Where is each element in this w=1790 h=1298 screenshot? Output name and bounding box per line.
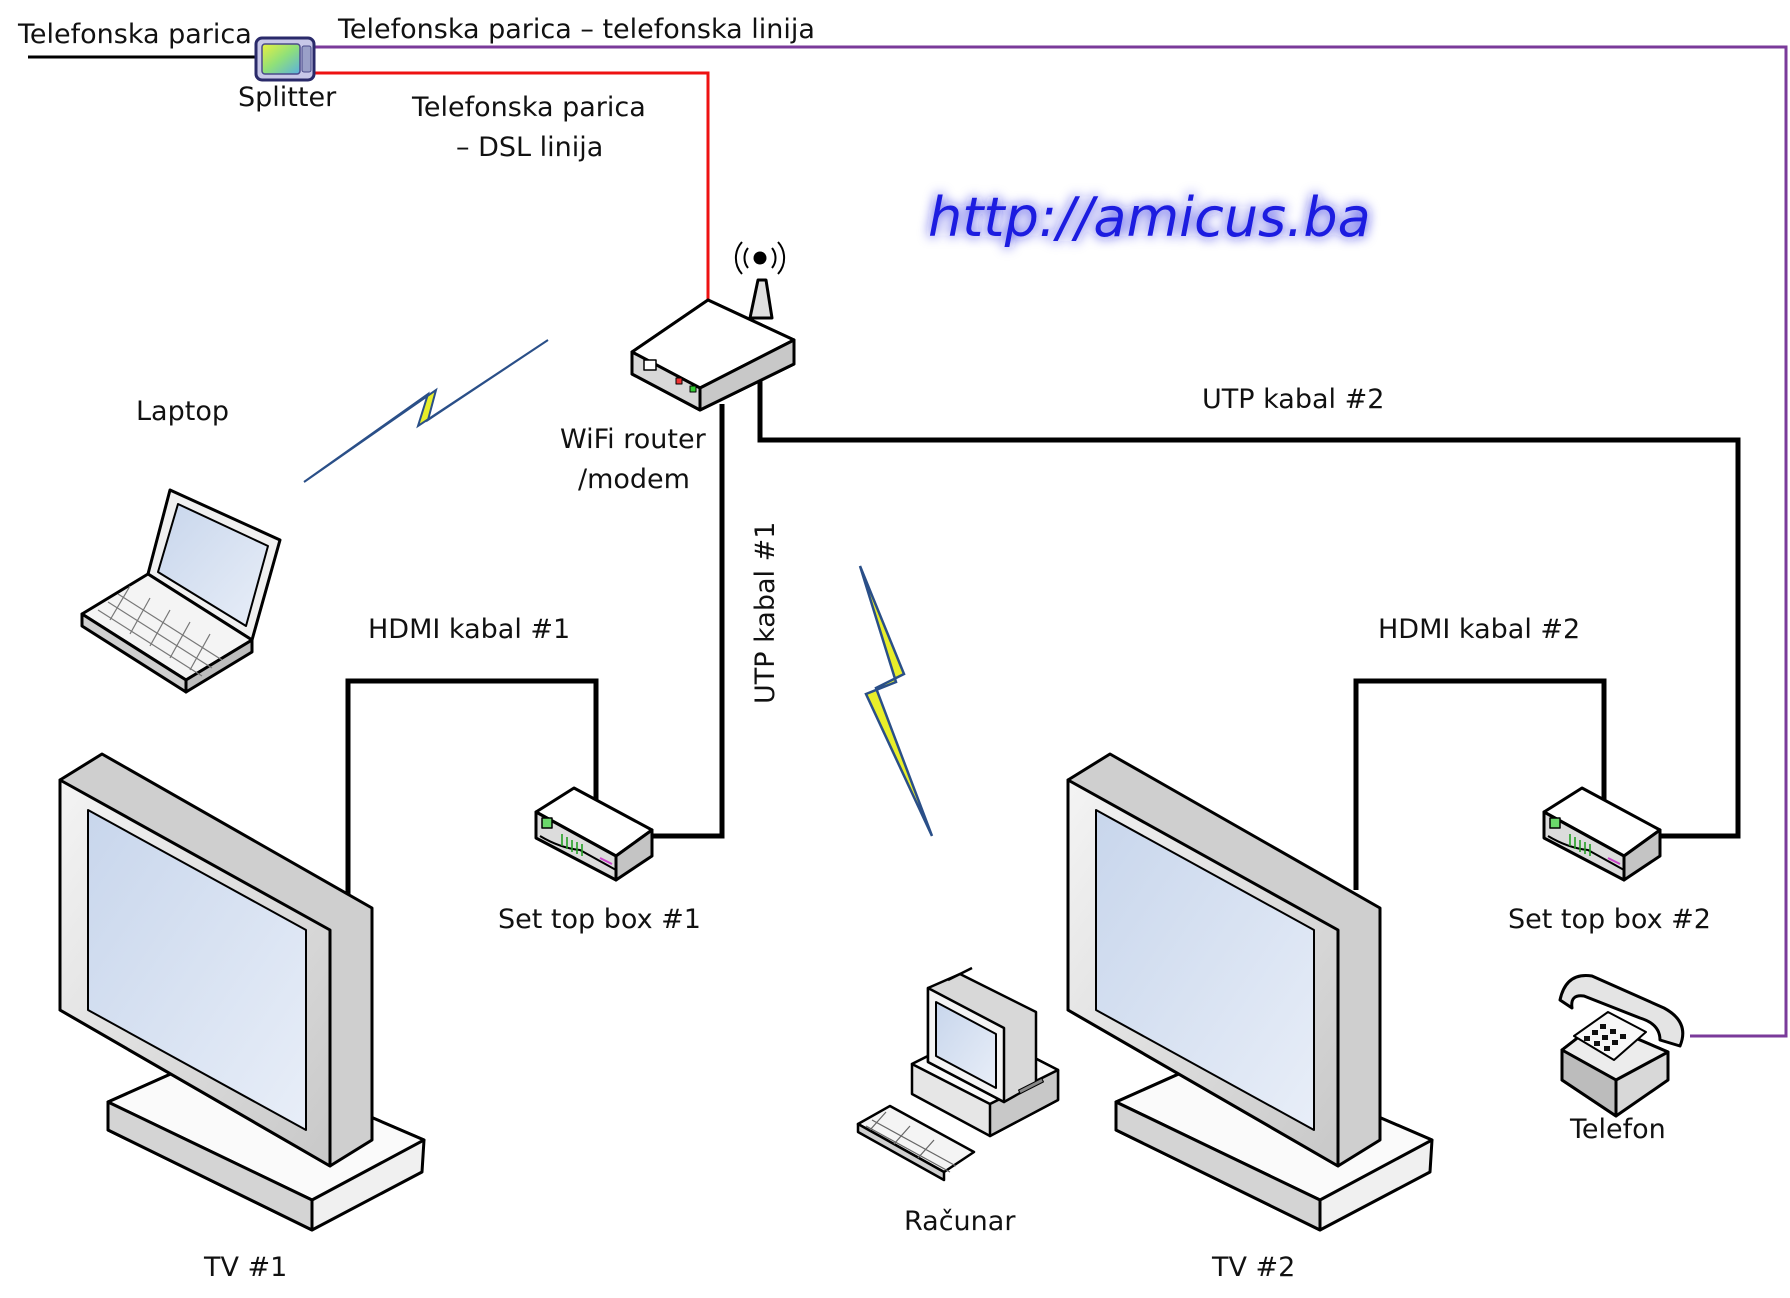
dsl-line-label-1: Telefonska parica xyxy=(411,92,646,123)
set-top-box-1-icon xyxy=(534,786,654,882)
splitter-label: Splitter xyxy=(238,82,337,113)
dsl-line xyxy=(314,71,710,308)
telephone-label: Telefon xyxy=(1569,1114,1666,1145)
hdmi-cable-1-label: HDMI kabal #1 xyxy=(368,614,570,645)
incoming-line-label: Telefonska parica xyxy=(17,19,252,50)
telephone-icon xyxy=(1558,974,1685,1118)
tv-1-label: TV #1 xyxy=(203,1252,287,1283)
utp-cable-1-label: UTP kabal #1 xyxy=(750,522,781,704)
utp-cable-2-label: UTP kabal #2 xyxy=(1202,384,1384,415)
phone-line xyxy=(314,45,1788,1038)
tv-1-icon xyxy=(58,752,426,1232)
labels: Telefonska parica Splitter Telefonska pa… xyxy=(17,14,1711,1283)
computer-label: Računar xyxy=(904,1206,1016,1237)
dsl-line-label-2: – DSL linija xyxy=(456,132,603,163)
tv-2-icon xyxy=(1066,752,1434,1232)
hdmi-cable-2 xyxy=(1353,678,1607,890)
utp-cable-2 xyxy=(757,378,1741,839)
laptop-label: Laptop xyxy=(136,396,229,427)
cables xyxy=(28,45,1788,1038)
wifi-router-icon xyxy=(630,241,796,412)
set-top-box-2-label: Set top box #2 xyxy=(1508,904,1711,935)
phone-line-label: Telefonska parica – telefonska linija xyxy=(337,14,815,45)
hdmi-cable-1 xyxy=(345,678,599,900)
website-url: http://amicus.ba xyxy=(928,186,1371,249)
tv-2-label: TV #2 xyxy=(1211,1252,1295,1283)
wireless-signal-laptop-icon xyxy=(303,339,549,483)
set-top-box-1-label: Set top box #1 xyxy=(498,904,701,935)
computer-icon xyxy=(856,966,1060,1182)
router-label-1: WiFi router xyxy=(560,424,707,455)
wireless-signal-pc-icon xyxy=(858,565,934,837)
hdmi-cable-2-label: HDMI kabal #2 xyxy=(1378,614,1580,645)
set-top-box-2-icon xyxy=(1542,786,1662,882)
router-label-2: /modem xyxy=(578,464,690,495)
utp-cable-1 xyxy=(652,404,725,839)
laptop-icon xyxy=(80,488,282,694)
splitter-device xyxy=(254,36,316,82)
